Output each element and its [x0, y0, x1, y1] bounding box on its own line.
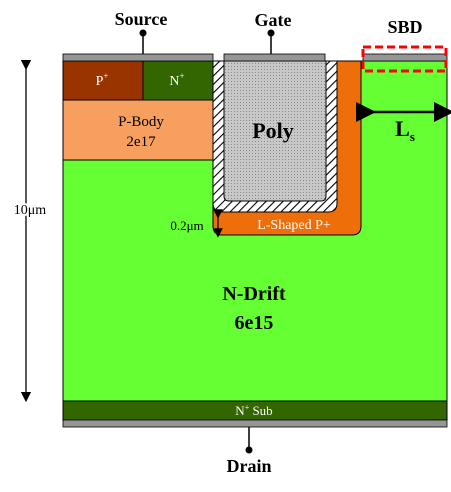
- p-body-label: P-Body: [118, 114, 164, 130]
- n-plus-region: [142, 60, 214, 101]
- source-metal: [62, 53, 214, 62]
- l-shaped-p-plus-label: L-Shaped P+: [257, 218, 331, 233]
- source-terminal-dot: [139, 29, 147, 37]
- n-drift-doping-label: 6e15: [235, 312, 274, 334]
- gate-label: Gate: [255, 10, 292, 30]
- drain-metal: [62, 419, 448, 428]
- poly-gate: [223, 60, 327, 202]
- height-label: 10μm: [14, 203, 47, 218]
- thickness-label: 0.2μm: [170, 218, 203, 233]
- source-label: Source: [115, 9, 168, 29]
- p-body-doping-label: 2e17: [126, 134, 156, 150]
- gate-terminal-dot: [267, 29, 275, 37]
- drain-label: Drain: [227, 456, 272, 476]
- p-body-region: [62, 99, 214, 161]
- drain-terminal-dot: [245, 446, 253, 454]
- gate-metal: [223, 53, 326, 62]
- sbd-label: SBD: [387, 17, 422, 37]
- n-plus-sub-label: N+ Sub: [235, 403, 272, 418]
- n-drift-label: N-Drift: [222, 283, 286, 305]
- poly-label: Poly: [252, 118, 294, 143]
- sbd-highlight-box: [361, 45, 448, 73]
- ls-label: Ls: [395, 116, 415, 144]
- p-plus-label: P+: [96, 71, 109, 89]
- sbd-metal: [362, 53, 448, 62]
- n-plus-label: N+: [169, 71, 184, 89]
